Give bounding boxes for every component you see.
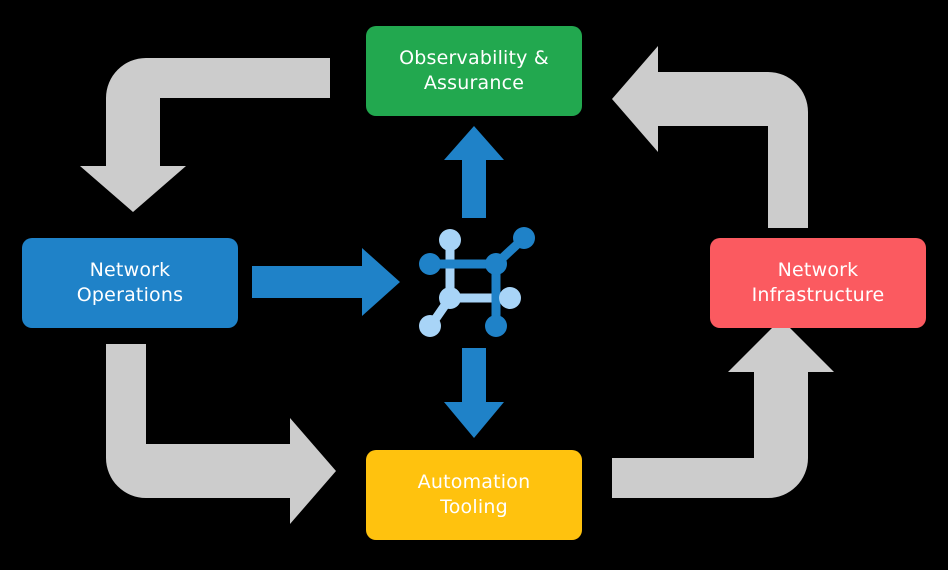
- node-label-network-operations: Network Operations: [76, 258, 184, 306]
- node-label-automation-tooling: Automation Tooling: [417, 470, 531, 518]
- center-arrow-right: [252, 248, 400, 316]
- network-topology-icon: [419, 227, 535, 337]
- node-box-network-infrastructure[interactable]: Network Infrastructure: [710, 238, 926, 328]
- node-box-automation-tooling[interactable]: Automation Tooling: [366, 450, 582, 540]
- center-arrow-down: [444, 348, 504, 438]
- node-box-network-operations[interactable]: Network Operations: [22, 238, 238, 328]
- center-arrow-up: [444, 126, 504, 218]
- flow-arrow-bottom-right: [612, 319, 834, 498]
- flow-arrow-top-right: [612, 46, 808, 228]
- node-label-network-infrastructure: Network Infrastructure: [751, 258, 885, 306]
- node-box-observability[interactable]: Observability & Assurance: [366, 26, 582, 116]
- flow-arrow-top-left: [80, 58, 330, 212]
- node-label-observability: Observability & Assurance: [399, 46, 549, 94]
- flow-arrow-bottom-left: [106, 344, 336, 524]
